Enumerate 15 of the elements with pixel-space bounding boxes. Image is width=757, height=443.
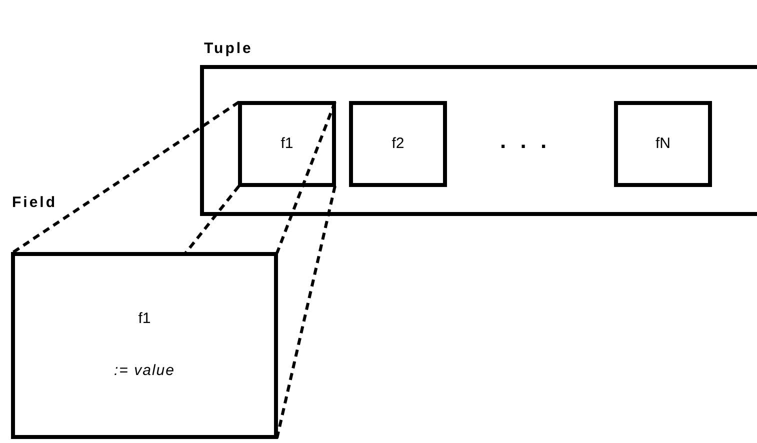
projection-line	[276, 186, 336, 438]
field-name: fN	[654, 135, 672, 152]
ellipsis: . . .	[500, 128, 551, 154]
heading: Tuple	[204, 40, 253, 57]
projection-line	[184, 185, 240, 254]
field-name: f1	[280, 135, 294, 152]
heading: Field	[12, 194, 58, 211]
box	[238, 101, 336, 187]
box	[349, 101, 447, 187]
box	[614, 101, 712, 187]
field-name: f1	[137, 310, 152, 327]
projection-line	[11, 100, 240, 254]
value-text: := value	[113, 362, 176, 379]
projection-line	[276, 101, 336, 254]
field-name: f2	[390, 135, 406, 152]
